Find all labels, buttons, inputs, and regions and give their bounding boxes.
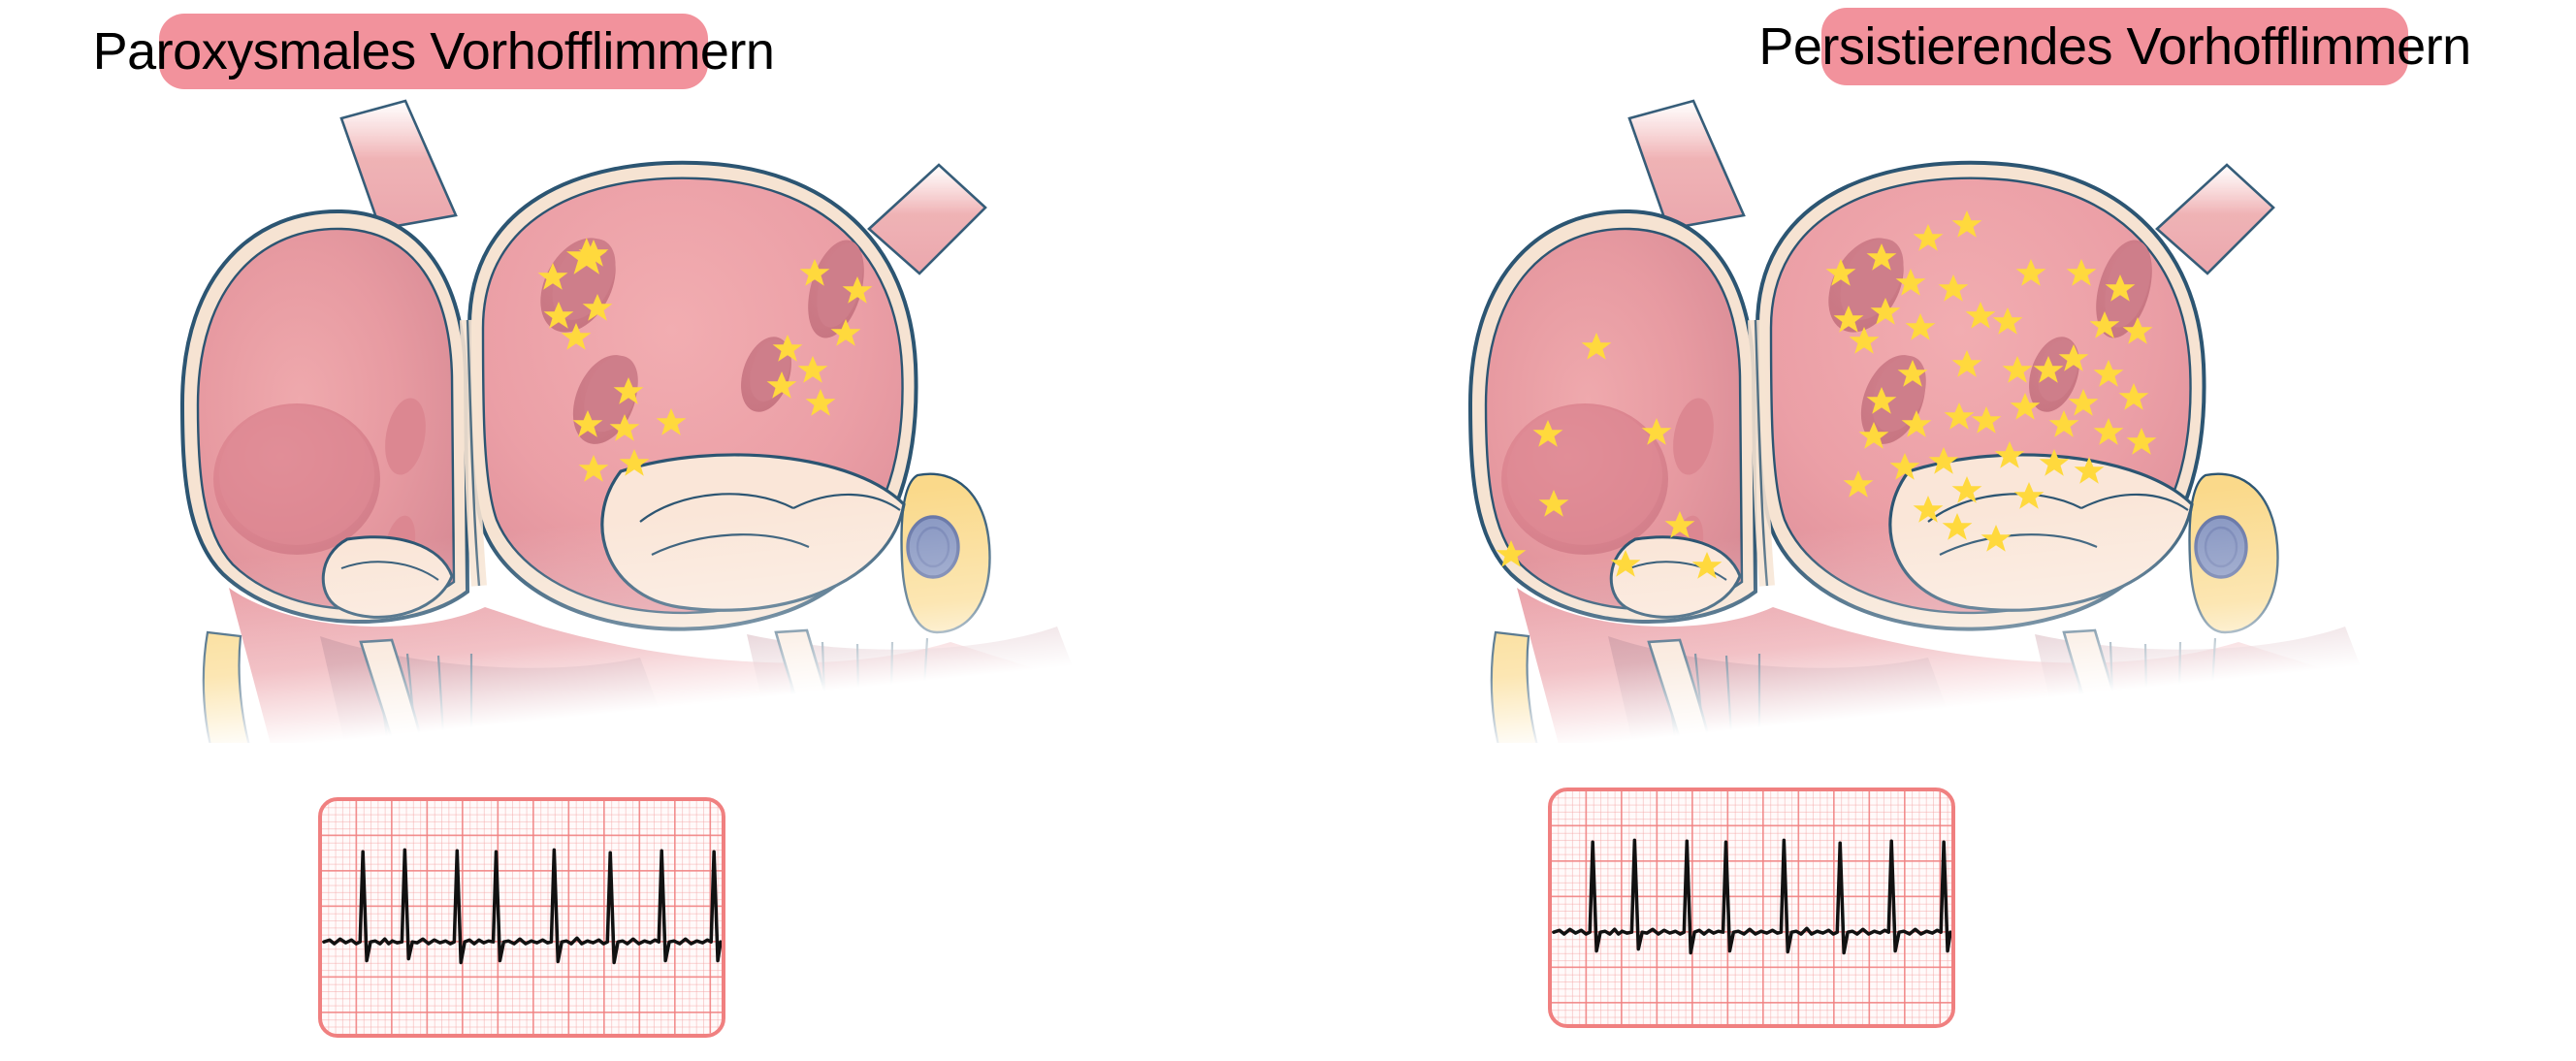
ecg-strip-persistent xyxy=(1548,788,1955,1028)
panel-title-badge-paroxysmal: Paroxysmales Vorhofflimmern xyxy=(93,14,775,89)
panel-persistent: Persistierendes Vorhofflimmern xyxy=(1288,0,2576,1061)
ecg-strip-paroxysmal xyxy=(318,797,725,1038)
ecg-trace xyxy=(322,848,722,965)
panel-title-badge-persistent: Persistierendes Vorhofflimmern xyxy=(1758,8,2471,85)
heart-illustration-persistent xyxy=(1288,83,2576,743)
great-vessels-group xyxy=(339,99,987,275)
great-vessels-group xyxy=(1627,99,2275,275)
ecg-grid xyxy=(322,801,722,1034)
panel-paroxysmal: Paroxysmales Vorhofflimmern xyxy=(0,14,1288,1038)
ecg-trace xyxy=(1552,838,1951,955)
heart-illustration-paroxysmal xyxy=(0,83,1288,743)
ecg-grid xyxy=(1552,791,1951,1024)
